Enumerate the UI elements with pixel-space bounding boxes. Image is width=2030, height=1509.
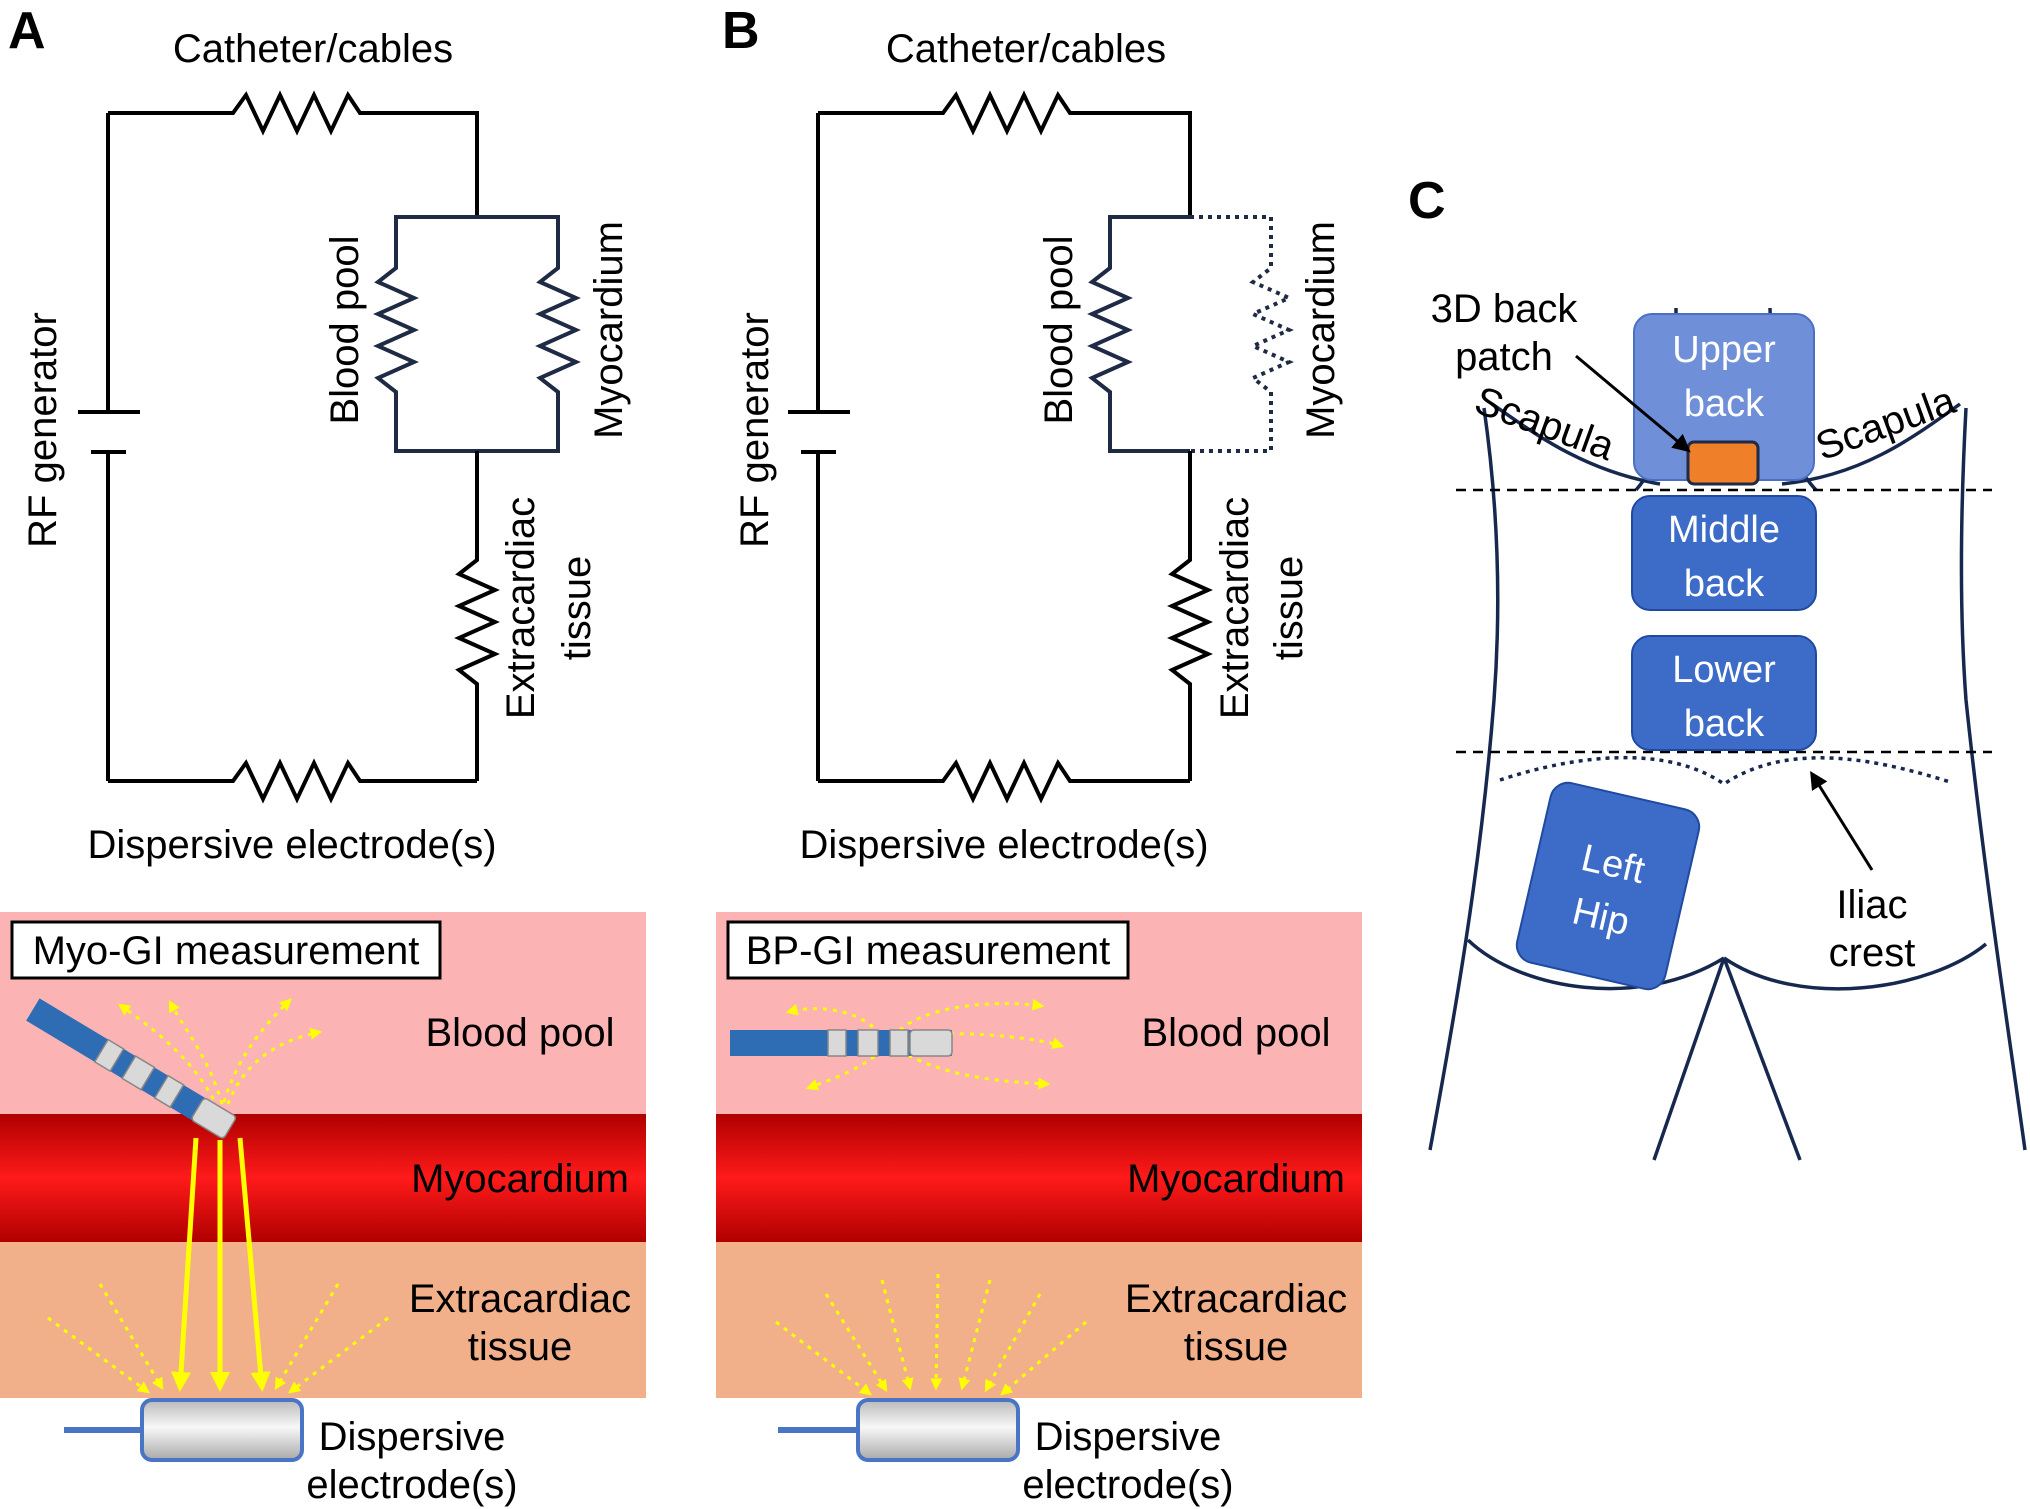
dispersive-resistor-b <box>818 758 1190 804</box>
middle-back-label-1: Middle <box>1668 509 1780 551</box>
extracardiac-layer-b <box>716 1242 1362 1398</box>
blood-pool-current-b <box>785 998 1065 1091</box>
myocardium-label-a: Myocardium <box>587 221 631 439</box>
electrode-label-b-2: electrode(s) <box>1022 1463 1233 1507</box>
electrode-label-a-2: electrode(s) <box>306 1463 517 1507</box>
dispersive-electrode-b <box>856 1398 1020 1462</box>
scapula-right-curve <box>1781 402 1962 486</box>
buttock-right <box>1723 942 1988 991</box>
3d-back-patch <box>1686 440 1760 486</box>
torso-right-outline <box>1959 407 2027 1151</box>
extracardiac-label-a-1: Extracardiac <box>499 497 543 719</box>
extracardiac-layer-label-a-1: Extracardiac <box>409 1277 631 1321</box>
catheter-b <box>730 1029 953 1057</box>
myocardium-current-a <box>171 1137 271 1392</box>
catheter-label-b: Catheter/cables <box>886 27 1166 71</box>
myocardium-branch-a <box>477 215 581 453</box>
iliac-label-1: Iliac <box>1836 883 1907 927</box>
myocardium-layer-label-a: Myocardium <box>411 1157 629 1201</box>
blood-pool-layer-label-b: Blood pool <box>1141 1011 1330 1055</box>
catheter-resistor-a <box>108 90 479 217</box>
blood-pool-branch-b <box>1087 215 1190 453</box>
patch-pointer-arrow <box>1575 354 1691 453</box>
scapula-right-label: Scapula <box>1810 378 1962 469</box>
extracardiac-layer-a <box>0 1242 646 1398</box>
catheter-resistor-b <box>818 90 1192 217</box>
lower-back-label-2: back <box>1684 703 1765 745</box>
scapula-left-curve <box>1491 402 1661 486</box>
leg-right-inner <box>1722 957 1802 1161</box>
extracardiac-label-b-1: Extracardiac <box>1213 497 1257 719</box>
dispersive-label-b: Dispersive electrode(s) <box>799 823 1208 867</box>
myocardium-layer-b <box>716 1114 1362 1242</box>
iliac-label-2: crest <box>1829 931 1916 975</box>
extracardiac-resistor-b <box>1167 451 1213 781</box>
extracardiac-layer-label-b-2: tissue <box>1184 1325 1289 1369</box>
upper-back-label-1: Upper <box>1672 329 1776 371</box>
panel-a-circuit: A Catheter/cables RF generator Blood poo… <box>8 2 631 867</box>
panel-a-letter: A <box>8 2 46 60</box>
blood-pool-layer-label-a: Blood pool <box>425 1011 614 1055</box>
measurement-box-b <box>726 920 1130 980</box>
extracardiac-label-b-2: tissue <box>1267 556 1311 661</box>
patch-label-2: patch <box>1455 335 1553 379</box>
blood-pool-branch-a <box>373 215 477 453</box>
dispersive-label-a: Dispersive electrode(s) <box>87 823 496 867</box>
measurement-label-a: Myo-GI measurement <box>33 929 420 973</box>
panel-b-letter: B <box>722 2 760 60</box>
extracardiac-layer-label-b-1: Extracardiac <box>1125 1277 1347 1321</box>
myocardium-label-b: Myocardium <box>1299 221 1343 439</box>
generator-label-a: RF generator <box>21 312 65 548</box>
panel-b-circuit: B Catheter/cables RF generator Blood poo… <box>722 2 1343 867</box>
blood-pool-label-a: Blood pool <box>323 235 367 424</box>
myocardium-layer-label-b: Myocardium <box>1127 1157 1345 1201</box>
catheter-label-a: Catheter/cables <box>173 27 453 71</box>
extracardiac-label-a-2: tissue <box>555 556 599 661</box>
electrode-label-b-1: Dispersive <box>1035 1415 1222 1459</box>
middle-back-region <box>1631 495 1817 611</box>
iliac-pointer-arrow <box>1810 770 1874 871</box>
extracardiac-resistor-a <box>454 451 500 781</box>
lower-back-label-1: Lower <box>1672 649 1776 691</box>
leg-left-inner <box>1652 957 1726 1161</box>
torso-left-outline <box>1428 407 1500 1151</box>
measurement-label-b: BP-GI measurement <box>746 929 1111 973</box>
myocardium-layer-a <box>0 1114 646 1242</box>
generator-label-b: RF generator <box>733 312 777 548</box>
extracardiac-current-a <box>47 1283 389 1394</box>
catheter-a <box>26 998 237 1140</box>
blood-pool-label-b: Blood pool <box>1037 235 1081 424</box>
middle-back-label-2: back <box>1684 563 1765 605</box>
lower-back-region <box>1631 635 1817 751</box>
upper-back-label-2: back <box>1684 383 1765 425</box>
left-hip-region: Left Hip <box>1515 781 1701 991</box>
dispersive-electrode-a <box>140 1398 304 1462</box>
iliac-crest-curve <box>1499 755 1951 787</box>
panel-a-tissue: Myo-GI measurement Blood pool Myocardium… <box>0 912 646 1507</box>
extracardiac-current-b <box>775 1273 1087 1396</box>
extracardiac-layer-label-a-2: tissue <box>468 1325 573 1369</box>
dispersive-resistor-a <box>108 758 477 804</box>
panel-b-tissue: BP-GI measurement Blood pool Myocardium … <box>716 912 1362 1507</box>
patch-label-1: 3D back <box>1431 287 1579 331</box>
blood-pool-current-a <box>118 998 323 1109</box>
measurement-box-a <box>10 920 442 980</box>
panel-c-letter: C <box>1408 172 1446 230</box>
panel-c-back: C Upper back Middle back Lower back Left… <box>1408 172 2027 1161</box>
myocardium-branch-b-dotted <box>1190 215 1294 453</box>
buttock-left <box>1466 938 1725 991</box>
electrode-label-a-1: Dispersive <box>319 1415 506 1459</box>
